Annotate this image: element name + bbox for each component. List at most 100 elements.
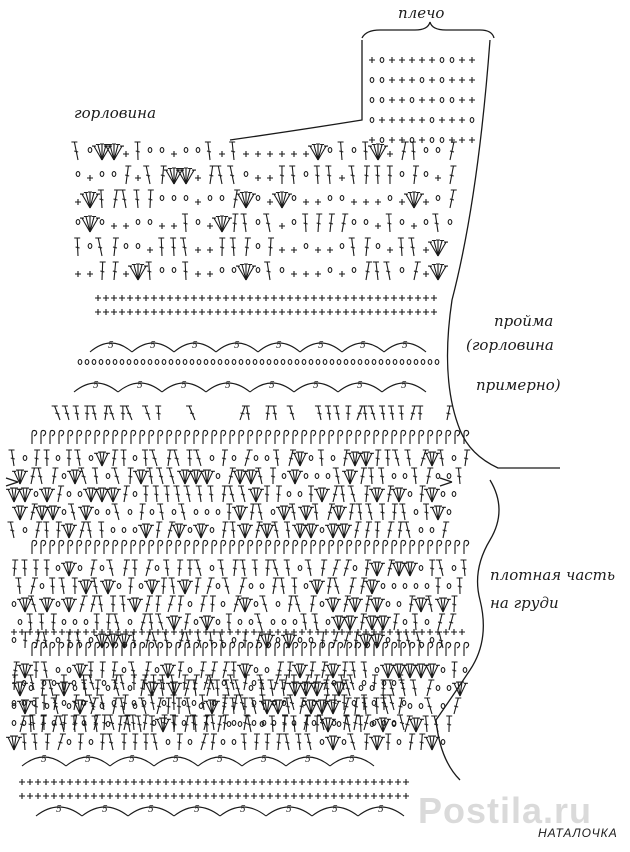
fan-stitch — [255, 487, 260, 503]
curl-stitch — [166, 429, 173, 444]
sc-stitch — [215, 309, 221, 315]
sc-stitch — [11, 629, 17, 635]
sc-stitch — [307, 793, 313, 799]
chain-stitch — [327, 147, 333, 153]
fan-stitch — [184, 469, 189, 485]
fan-stitch — [371, 143, 379, 161]
dc-stitch — [367, 405, 376, 421]
dc-stitch — [30, 577, 39, 595]
curl-stitch — [463, 641, 470, 656]
dc-stitch — [276, 485, 283, 503]
chain-stitch — [203, 359, 209, 365]
chain-stitch — [308, 637, 314, 643]
sc-stitch — [409, 77, 415, 83]
dc-stitch — [166, 449, 174, 467]
curl-stitch — [364, 429, 371, 444]
curl-stitch — [292, 641, 299, 656]
chain-stitch — [66, 667, 72, 673]
chain-arch — [337, 382, 383, 393]
chain-stitch — [84, 359, 90, 365]
curl-stitch — [256, 539, 263, 554]
fan-stitch — [380, 664, 389, 679]
fan-stitch — [316, 579, 321, 595]
arch-count: 5 — [357, 381, 363, 391]
chain-stitch — [391, 583, 397, 589]
chain-stitch — [446, 685, 452, 691]
sc-stitch — [439, 117, 445, 123]
dc-stitch — [180, 237, 187, 257]
fan-stitch — [24, 487, 29, 503]
fan-stitch — [94, 452, 103, 467]
dc-stitch — [117, 674, 125, 691]
dc-stitch — [150, 733, 158, 751]
chain-stitch — [154, 359, 160, 365]
sc-stitch — [111, 295, 117, 301]
fan-stitch — [428, 265, 439, 281]
curl-stitch — [274, 641, 281, 656]
chain-stitch — [88, 455, 94, 461]
sc-stitch — [227, 629, 233, 635]
fan-stitch — [123, 634, 132, 649]
curl-stitch — [283, 539, 290, 554]
sc-stitch — [195, 271, 201, 277]
curl-stitch — [364, 539, 371, 554]
sc-stitch — [331, 793, 337, 799]
fan-stitch — [398, 488, 407, 503]
dc-stitch — [43, 521, 50, 539]
sc-stitch — [287, 295, 293, 301]
curl-stitch — [130, 429, 137, 444]
chain-stitch — [297, 491, 303, 497]
fan-stitch — [151, 579, 156, 595]
sc-stitch — [315, 793, 321, 799]
sc-stitch — [295, 295, 301, 301]
sc-stitch — [159, 223, 165, 229]
dc-stitch — [228, 467, 236, 485]
fan-stitch — [109, 487, 114, 503]
curl-stitch — [103, 539, 110, 554]
sc-stitch — [107, 629, 113, 635]
fan-stitch — [241, 597, 246, 613]
fan-stitch — [336, 524, 345, 539]
dc-stitch — [283, 697, 290, 715]
sc-stitch — [407, 309, 413, 315]
fan-stitch — [431, 452, 440, 467]
chain-arch — [329, 756, 375, 767]
dc-stitch — [287, 661, 294, 679]
dc-stitch — [182, 261, 189, 281]
fan-stitch — [413, 191, 421, 209]
fan-stitch — [364, 580, 373, 595]
curl-stitch — [319, 429, 326, 444]
sc-stitch — [355, 779, 361, 785]
dc-stitch — [27, 674, 35, 691]
dc-stitch — [290, 674, 297, 691]
dc-stitch — [278, 165, 285, 185]
sc-stitch — [259, 779, 265, 785]
sc-stitch — [147, 247, 153, 253]
chain-stitch — [98, 359, 104, 365]
chain-arch — [341, 342, 385, 353]
dc-stitch — [95, 679, 102, 697]
sc-stitch — [427, 629, 433, 635]
dc-stitch — [29, 714, 36, 731]
fan-stitch — [65, 561, 70, 577]
chain-stitch — [264, 455, 270, 461]
dc-stitch — [32, 697, 39, 715]
chain-stitch — [423, 219, 429, 225]
chain-stitch — [187, 527, 193, 533]
dc-stitch — [417, 405, 424, 421]
chain-stitch — [231, 637, 237, 643]
dc-stitch — [112, 449, 119, 467]
sc-stitch — [131, 793, 137, 799]
sc-stitch — [35, 629, 41, 635]
dc-stitch — [106, 559, 114, 577]
dc-stitch — [186, 449, 193, 467]
fan-stitch — [428, 735, 433, 751]
dc-stitch — [391, 449, 400, 467]
sc-stitch — [469, 97, 475, 103]
dc-stitch — [332, 467, 340, 485]
neckline-label: горловина — [74, 104, 157, 122]
fan-stitch — [245, 263, 253, 281]
curl-stitch — [40, 539, 47, 554]
chain-stitch — [151, 720, 157, 726]
chain-stitch — [231, 455, 237, 461]
